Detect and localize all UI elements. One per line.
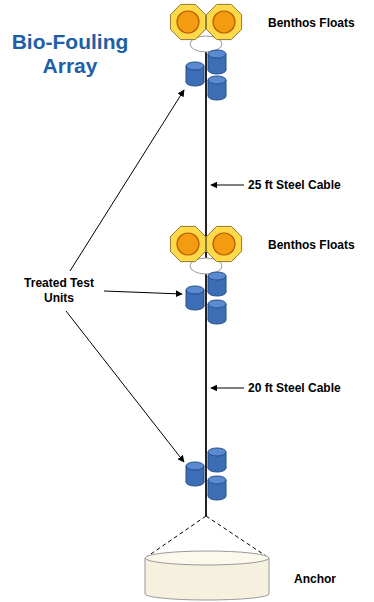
test-unit <box>186 62 204 86</box>
anchor-weight <box>145 551 269 600</box>
part-label: Anchor <box>294 572 336 587</box>
anchor-bridle <box>148 516 206 556</box>
benthos-float <box>170 4 205 39</box>
part-label: Treated Test Units <box>18 276 100 306</box>
steel-cable <box>205 40 207 516</box>
anchor-bridle <box>206 516 266 556</box>
benthos-float <box>206 226 241 261</box>
test-unit <box>208 476 226 500</box>
test-unit <box>208 272 226 296</box>
test-unit <box>208 76 226 100</box>
leader-arrow <box>70 90 184 271</box>
leader-arrow <box>66 311 184 462</box>
test-unit <box>208 300 226 324</box>
leader-arrow <box>104 291 182 294</box>
test-unit <box>186 286 204 310</box>
diagram-title: Bio-Fouling Array <box>6 30 134 78</box>
leader-arrow <box>211 185 244 186</box>
part-label: 20 ft Steel Cable <box>248 381 341 396</box>
part-label: Benthos Floats <box>268 16 355 31</box>
part-label: Benthos Floats <box>268 238 355 253</box>
test-unit <box>186 462 204 486</box>
test-unit <box>208 50 226 74</box>
leader-arrow <box>211 388 244 389</box>
benthos-float <box>206 4 241 39</box>
benthos-float <box>170 226 205 261</box>
part-label: 25 ft Steel Cable <box>248 178 341 193</box>
test-unit <box>208 448 226 472</box>
